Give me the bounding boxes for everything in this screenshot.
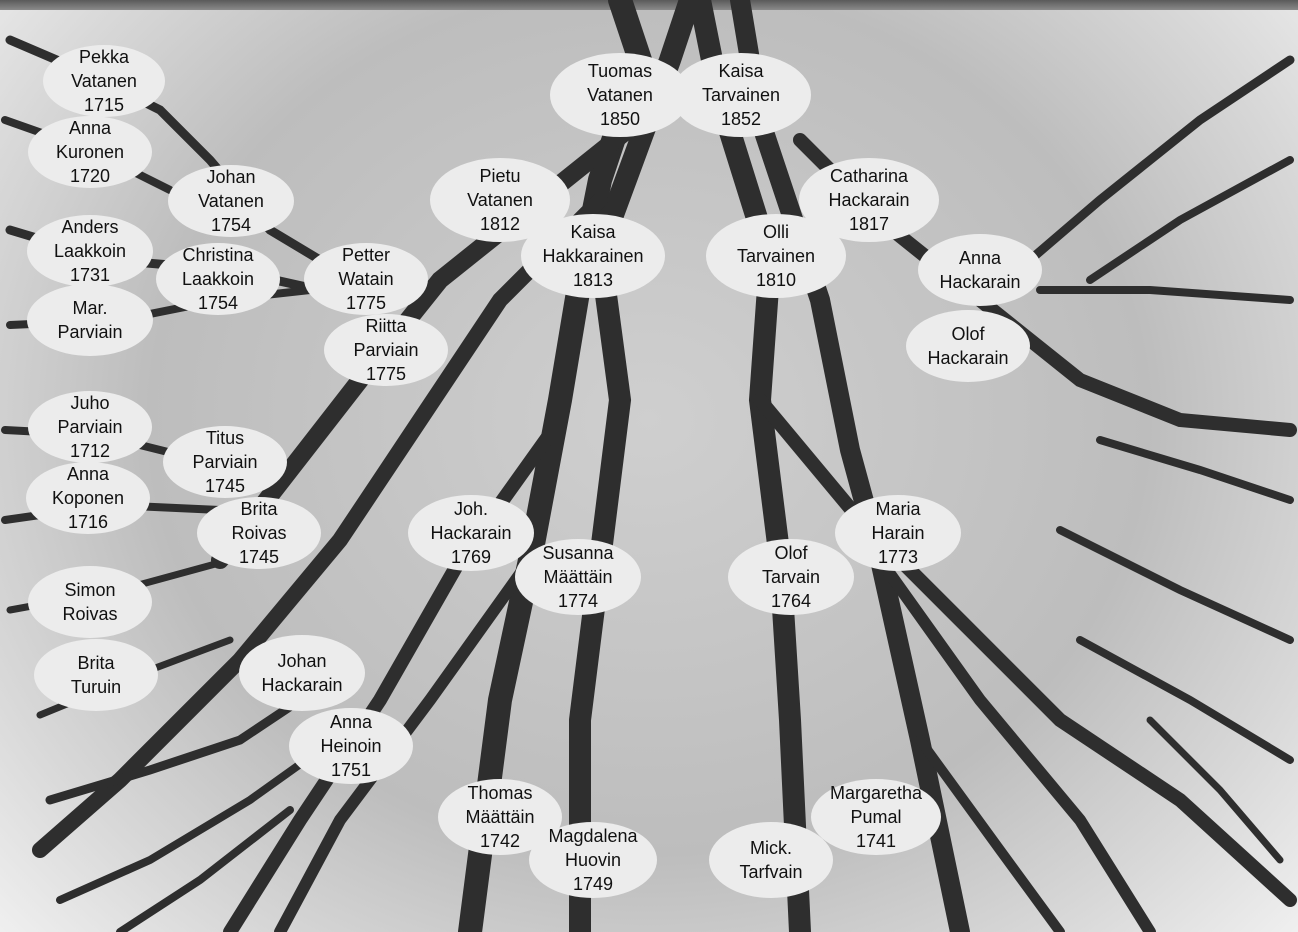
person-name: Pietu Vatanen 1812 (467, 166, 533, 234)
person-name: Simon Roivas (62, 580, 118, 624)
person-titus-parviain[interactable]: Titus Parviain 1745 (163, 426, 287, 498)
person-simon-roivas[interactable]: Simon Roivas (28, 566, 152, 638)
person-name: Pekka Vatanen 1715 (71, 47, 137, 115)
person-name: Magdalena Huovin 1749 (548, 826, 638, 894)
person-name: Thomas Määttäin 1742 (465, 783, 535, 851)
branch (45, 695, 305, 805)
branch (1056, 526, 1294, 644)
person-magdalena-huovin[interactable]: Magdalena Huovin 1749 (529, 822, 657, 898)
person-name: Anna Kuronen 1720 (55, 118, 125, 186)
person-name: Margaretha Pumal 1741 (829, 783, 923, 851)
person-name: Anna Hackarain (939, 248, 1021, 292)
person-name: Anna Koponen 1716 (51, 464, 125, 532)
person-name: Kaisa Hakkarainen 1813 (542, 222, 644, 290)
person-olof-tarvain[interactable]: Olof Tarvain 1764 (728, 539, 854, 615)
person-anna-kuronen[interactable]: Anna Kuronen 1720 (28, 116, 152, 188)
branch (1086, 156, 1294, 284)
branch (1025, 55, 1295, 265)
person-anders-laakkoin[interactable]: Anders Laakkoin 1731 (27, 215, 153, 287)
person-name: Joh. Hackarain 1769 (430, 499, 512, 567)
person-brita-turuin[interactable]: Brita Turuin (34, 639, 158, 711)
person-johan-vatanen[interactable]: Johan Vatanen 1754 (168, 165, 294, 237)
branch (753, 393, 1297, 907)
person-mar-parviain[interactable]: Mar. Parviain (27, 284, 153, 356)
person-riitta-parviain[interactable]: Riitta Parviain 1775 (324, 314, 448, 386)
person-olof-hackarain[interactable]: Olof Hackarain (906, 310, 1030, 382)
person-joh-hackarain[interactable]: Joh. Hackarain 1769 (408, 495, 534, 571)
person-name: Susanna Määttäin 1774 (542, 543, 614, 611)
person-name: Juho Parviain 1712 (57, 393, 123, 461)
person-name: Titus Parviain 1745 (192, 428, 258, 496)
person-name: Mick. Tarfvain (739, 838, 803, 882)
person-name: Brita Turuin (70, 653, 122, 697)
branch (56, 746, 324, 904)
branch (1096, 436, 1294, 504)
person-name: Olof Tarvain 1764 (761, 543, 821, 611)
branch (1076, 636, 1294, 764)
person-pekka-vatanen[interactable]: Pekka Vatanen 1715 (43, 45, 165, 117)
person-christina-laakkoin[interactable]: Christina Laakkoin 1754 (156, 243, 280, 315)
person-name: Maria Harain 1773 (871, 499, 925, 567)
person-brita-roivas[interactable]: Brita Roivas 1745 (197, 497, 321, 569)
person-name: Brita Roivas 1745 (231, 499, 287, 567)
person-juho-parviain[interactable]: Juho Parviain 1712 (28, 391, 152, 463)
branch (1036, 286, 1294, 304)
person-name: Catharina Hackarain 1817 (828, 166, 910, 234)
person-name: Petter Watain 1775 (338, 245, 394, 313)
person-olli-tarvainen[interactable]: Olli Tarvainen 1810 (706, 214, 846, 298)
person-mick-tarfvain[interactable]: Mick. Tarfvain (709, 822, 833, 898)
person-name: Christina Laakkoin 1754 (181, 245, 255, 313)
person-petter-watain[interactable]: Petter Watain 1775 (304, 243, 428, 315)
person-kaisa-hakkarainen[interactable]: Kaisa Hakkarainen 1813 (521, 214, 665, 298)
person-name: Kaisa Tarvainen 1852 (701, 61, 781, 129)
person-johan-hackarain[interactable]: Johan Hackarain (239, 635, 365, 711)
branch (689, 0, 811, 932)
branch (116, 806, 294, 932)
branch (1146, 716, 1284, 864)
person-kaisa-tarvainen[interactable]: Kaisa Tarvainen 1852 (671, 53, 811, 137)
person-name: Johan Hackarain (261, 651, 343, 695)
person-tuomas-vatanen[interactable]: Tuomas Vatanen 1850 (550, 53, 690, 137)
person-name: Olof Hackarain (927, 324, 1009, 368)
person-susanna-maattain[interactable]: Susanna Määttäin 1774 (515, 539, 641, 615)
person-name: Tuomas Vatanen 1850 (587, 61, 653, 129)
person-name: Riitta Parviain 1775 (353, 316, 419, 384)
person-name: Olli Tarvainen 1810 (736, 222, 816, 290)
top-bar (0, 0, 1298, 10)
person-anna-hackarain[interactable]: Anna Hackarain (918, 234, 1042, 306)
person-anna-heinoin[interactable]: Anna Heinoin 1751 (289, 708, 413, 784)
person-margaretha-pumal[interactable]: Margaretha Pumal 1741 (811, 779, 941, 855)
person-anna-koponen[interactable]: Anna Koponen 1716 (26, 462, 150, 534)
branch (874, 554, 1156, 932)
person-name: Anders Laakkoin 1731 (53, 217, 127, 285)
branch (569, 0, 701, 932)
branch (915, 735, 1065, 932)
person-name: Anna Heinoin 1751 (320, 712, 382, 780)
person-name: Johan Vatanen 1754 (198, 167, 264, 235)
person-name: Mar. Parviain (57, 298, 123, 342)
person-maria-harain[interactable]: Maria Harain 1773 (835, 495, 961, 571)
